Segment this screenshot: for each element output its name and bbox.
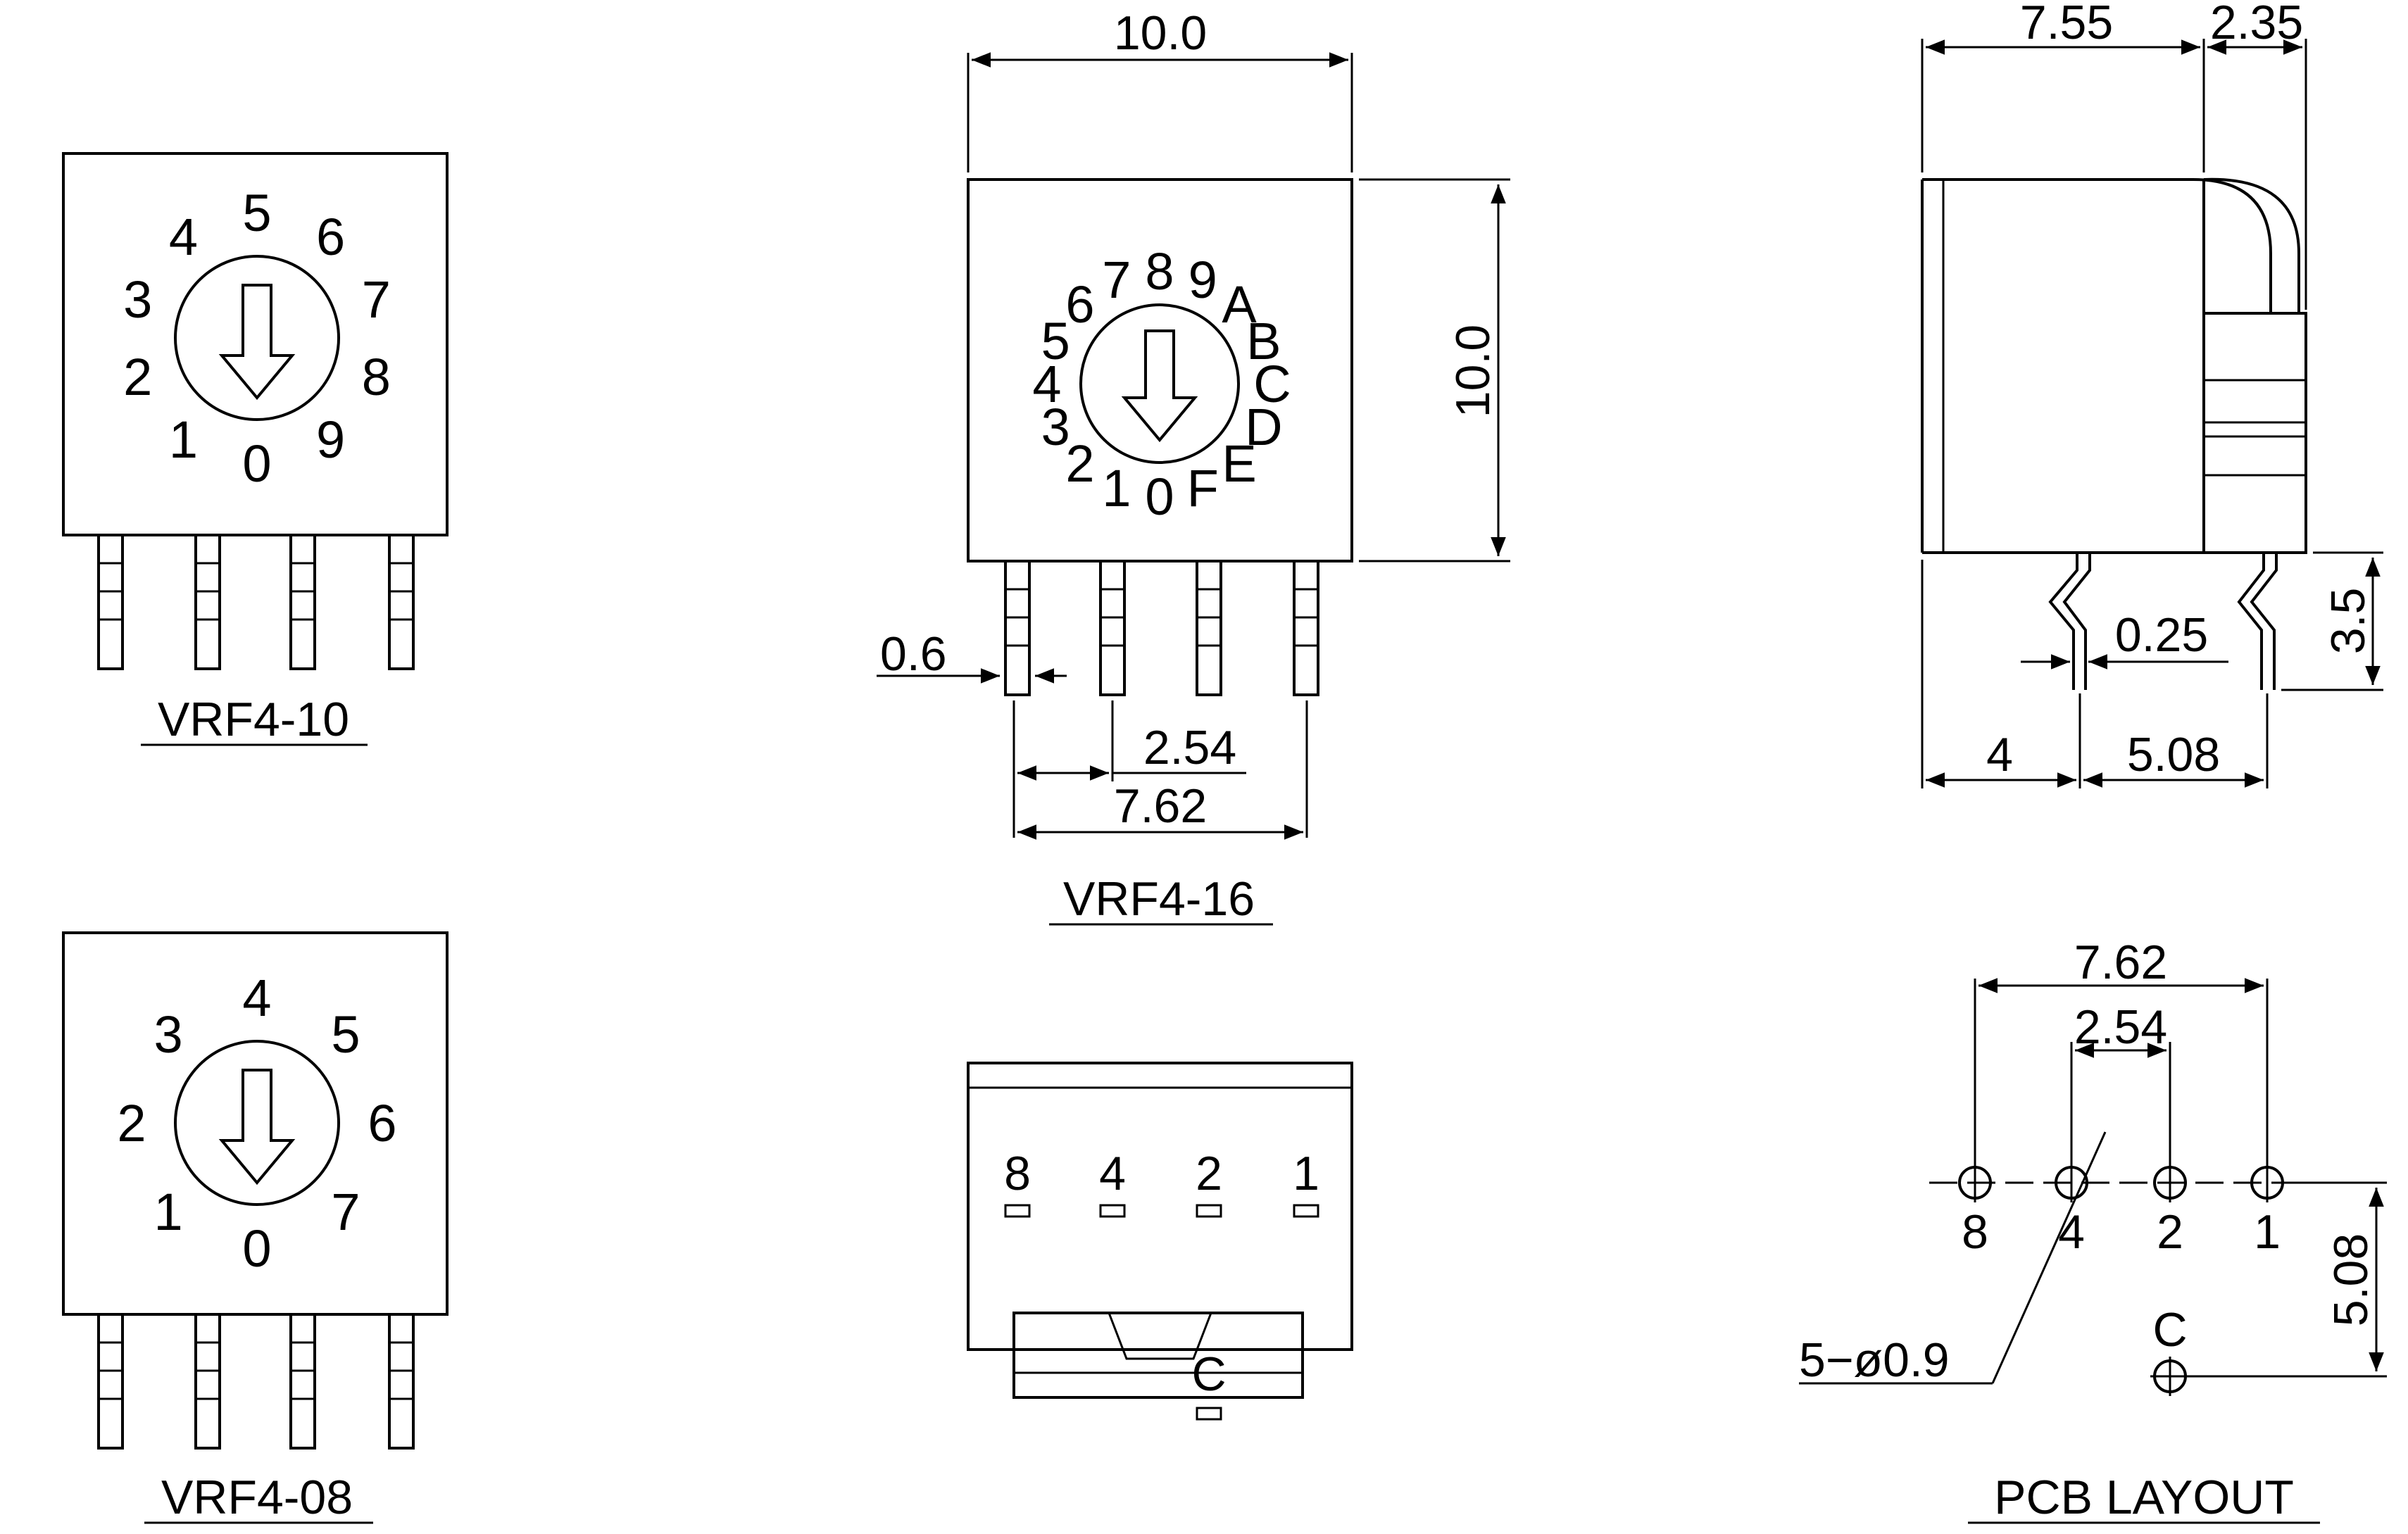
dial-label: D (1245, 398, 1282, 456)
vrf4-08-dial-labels: 0 123 4 567 (117, 969, 396, 1278)
dim-height: 10.0 (1446, 325, 1500, 417)
dial-label: 7 (362, 270, 391, 329)
dial-label: C (1253, 355, 1291, 413)
side-pin-left (2048, 553, 2078, 690)
vrf4-16-pins (1004, 560, 1319, 696)
pcb-common-label: C (2152, 1303, 2187, 1357)
dial-label: F (1187, 459, 1219, 517)
arrow-down-icon (218, 1069, 296, 1186)
side-view: 7.55 2.35 3.5 0.25 4 5.08 (1921, 0, 2383, 788)
dial-label: 4 (1032, 355, 1061, 413)
dim-pcb-row-gap: 5.08 (2324, 1233, 2378, 1326)
dial-label: 5 (242, 184, 271, 242)
vrf4-08-body (62, 931, 449, 1316)
vrf4-10-body (62, 152, 449, 536)
dial-label: 6 (316, 208, 345, 266)
vrf4-16-knob (1079, 303, 1240, 464)
dial-label: 8 (362, 348, 391, 406)
dial-label: 7 (331, 1183, 360, 1241)
bottom-pin-label: 8 (1004, 1147, 1031, 1200)
dial-label: 1 (169, 410, 198, 469)
dial-label: 8 (1145, 242, 1174, 301)
dial-label: E (1222, 434, 1256, 493)
dial-label: 4 (242, 969, 271, 1027)
bottom-pin-label: 1 (1293, 1147, 1319, 1200)
dial-label: 5 (331, 1005, 360, 1064)
vrf4-08-knob (174, 1040, 340, 1206)
caption-pcb-layout: PCB LAYOUT (1994, 1471, 2294, 1524)
vrf4-10-pins (97, 534, 415, 670)
dim-pin-span: 7.62 (1114, 779, 1207, 833)
dial-label: 3 (123, 270, 152, 329)
vrf4-10-knob (174, 255, 340, 421)
dim-pin-pitch: 2.54 (1143, 721, 1236, 774)
dial-label: A (1222, 275, 1257, 334)
bottom-common-label: C (1191, 1347, 1226, 1401)
caption-vrf4-10: VRF4-10 (158, 693, 349, 746)
dial-label: 0 (1145, 467, 1174, 526)
vrf4-08-pins (97, 1313, 415, 1450)
dial-label: 2 (1065, 434, 1094, 493)
dial-label: 3 (1041, 398, 1070, 456)
dim-pin-to-pin: 5.08 (2127, 728, 2220, 781)
dim-pin-width: 0.6 (880, 627, 947, 681)
dial-label: 2 (123, 348, 152, 406)
side-pin-right (2237, 553, 2265, 690)
dim-pin-thickness: 0.25 (2115, 608, 2208, 662)
bottom-view-contacts (1004, 1204, 1319, 1421)
vrf4-08-view: 0 123 4 567 VRF4-08 (62, 931, 449, 1524)
arrow-down-icon (218, 284, 296, 401)
dim-front-to-pin: 4 (1986, 728, 2013, 781)
arrow-down-icon (1121, 329, 1198, 443)
dial-label: 5 (1041, 312, 1070, 370)
side-body-outline (1922, 178, 2272, 313)
caption-vrf4-16: VRF4-16 (1063, 872, 1255, 926)
pcb-hole-spec: 5−ø0.9 (1799, 1333, 1950, 1387)
dial-label: 0 (242, 1219, 271, 1278)
dim-body-depth: 7.55 (2020, 0, 2113, 49)
dial-label: 6 (1065, 275, 1094, 334)
dial-label: 7 (1102, 251, 1131, 309)
dial-label: B (1246, 312, 1281, 370)
dial-label: 1 (154, 1183, 183, 1241)
dial-label: 2 (117, 1094, 146, 1152)
pcb-pad-label: 4 (2058, 1205, 2085, 1259)
bottom-pin-label: 2 (1196, 1147, 1222, 1200)
dial-label: 6 (368, 1094, 396, 1152)
dim-pin-height: 3.5 (2321, 588, 2375, 655)
bottom-pin-label: 4 (1099, 1147, 1126, 1200)
caption-vrf4-08: VRF4-08 (161, 1471, 353, 1524)
vrf4-16-body (967, 178, 1353, 562)
dim-pcb-span: 7.62 (2074, 936, 2167, 989)
bottom-view: 8 4 2 1 C (967, 1062, 1353, 1421)
pcb-pads (1958, 1163, 2284, 1396)
pcb-pad-label: 8 (1962, 1205, 1988, 1259)
dial-label: 1 (1102, 459, 1131, 517)
dial-label: 9 (316, 410, 345, 469)
side-knob-section (2202, 312, 2307, 554)
dim-knob-offset: 2.35 (2210, 0, 2303, 49)
bottom-view-slot (1012, 1312, 1304, 1399)
dial-label: 9 (1189, 251, 1217, 309)
dial-label: 0 (242, 434, 271, 493)
dial-label: 4 (169, 208, 198, 266)
dial-label: 3 (154, 1005, 183, 1064)
pcb-pad-label: 1 (2254, 1205, 2281, 1259)
dim-width: 10.0 (1114, 6, 1207, 60)
pcb-layout: 8 4 2 1 C 7.62 2.54 5.08 5−ø0.9 PCB LAYO… (1799, 936, 2387, 1524)
pcb-pad-label: 2 (2157, 1205, 2183, 1259)
dim-pcb-pitch: 2.54 (2074, 1000, 2167, 1054)
